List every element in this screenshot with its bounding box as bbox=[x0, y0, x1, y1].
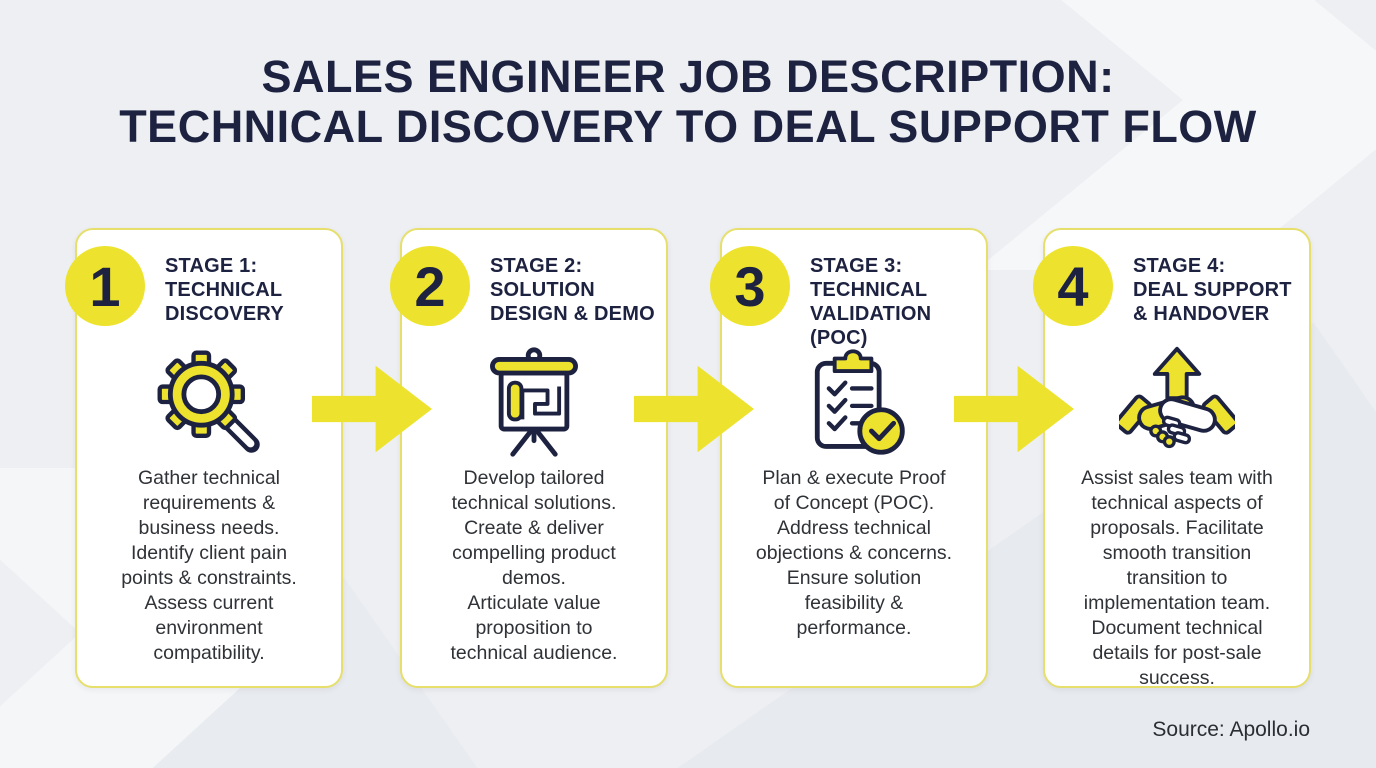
source-attribution: Source: Apollo.io bbox=[1152, 718, 1310, 741]
stage-card-2: 2 STAGE 2: SOLUTION DESIGN & DEMO Develo… bbox=[390, 228, 668, 688]
stage-2-number-badge: 2 bbox=[390, 246, 470, 326]
gear-magnifier-icon bbox=[77, 342, 341, 462]
clipboard-check-icon bbox=[722, 342, 986, 462]
page-title: SALES ENGINEER JOB DESCRIPTION: TECHNICA… bbox=[119, 51, 1257, 152]
stage-4-number-badge: 4 bbox=[1033, 246, 1113, 326]
stage-4-description: Assist sales team with technical aspects… bbox=[1081, 467, 1273, 689]
stage-3-title: STAGE 3: TECHNICAL VALIDATION (POC) bbox=[810, 255, 932, 349]
stage-1-number-badge: 1 bbox=[65, 246, 145, 326]
stage-4-title: STAGE 4: DEAL SUPPORT & HANDOVER bbox=[1133, 255, 1292, 325]
stage-2-title: STAGE 2: SOLUTION DESIGN & DEMO bbox=[490, 255, 655, 325]
stage-3-description: Plan & execute Proof of Concept (POC). A… bbox=[755, 467, 953, 639]
stage-card-4: 4 STAGE 4: DEAL SUPPORT & HANDOVER bbox=[1033, 228, 1311, 689]
stage-1-description: Gather technical requirements & business… bbox=[121, 467, 297, 664]
stage-3-number-badge: 3 bbox=[710, 246, 790, 326]
presentation-board-icon bbox=[402, 342, 666, 462]
handshake-growth-icon bbox=[1045, 342, 1309, 462]
stage-card-1: 1 STAGE 1: TECHNICAL DISCOVERY bbox=[65, 228, 343, 688]
stage-2-description: Develop tailored technical solutions. Cr… bbox=[450, 467, 618, 664]
stage-1-title: STAGE 1: TECHNICAL DISCOVERY bbox=[165, 255, 284, 325]
stage-card-3: 3 STAGE 3: TECHNICAL VALIDATION (POC) Pl… bbox=[710, 228, 988, 688]
